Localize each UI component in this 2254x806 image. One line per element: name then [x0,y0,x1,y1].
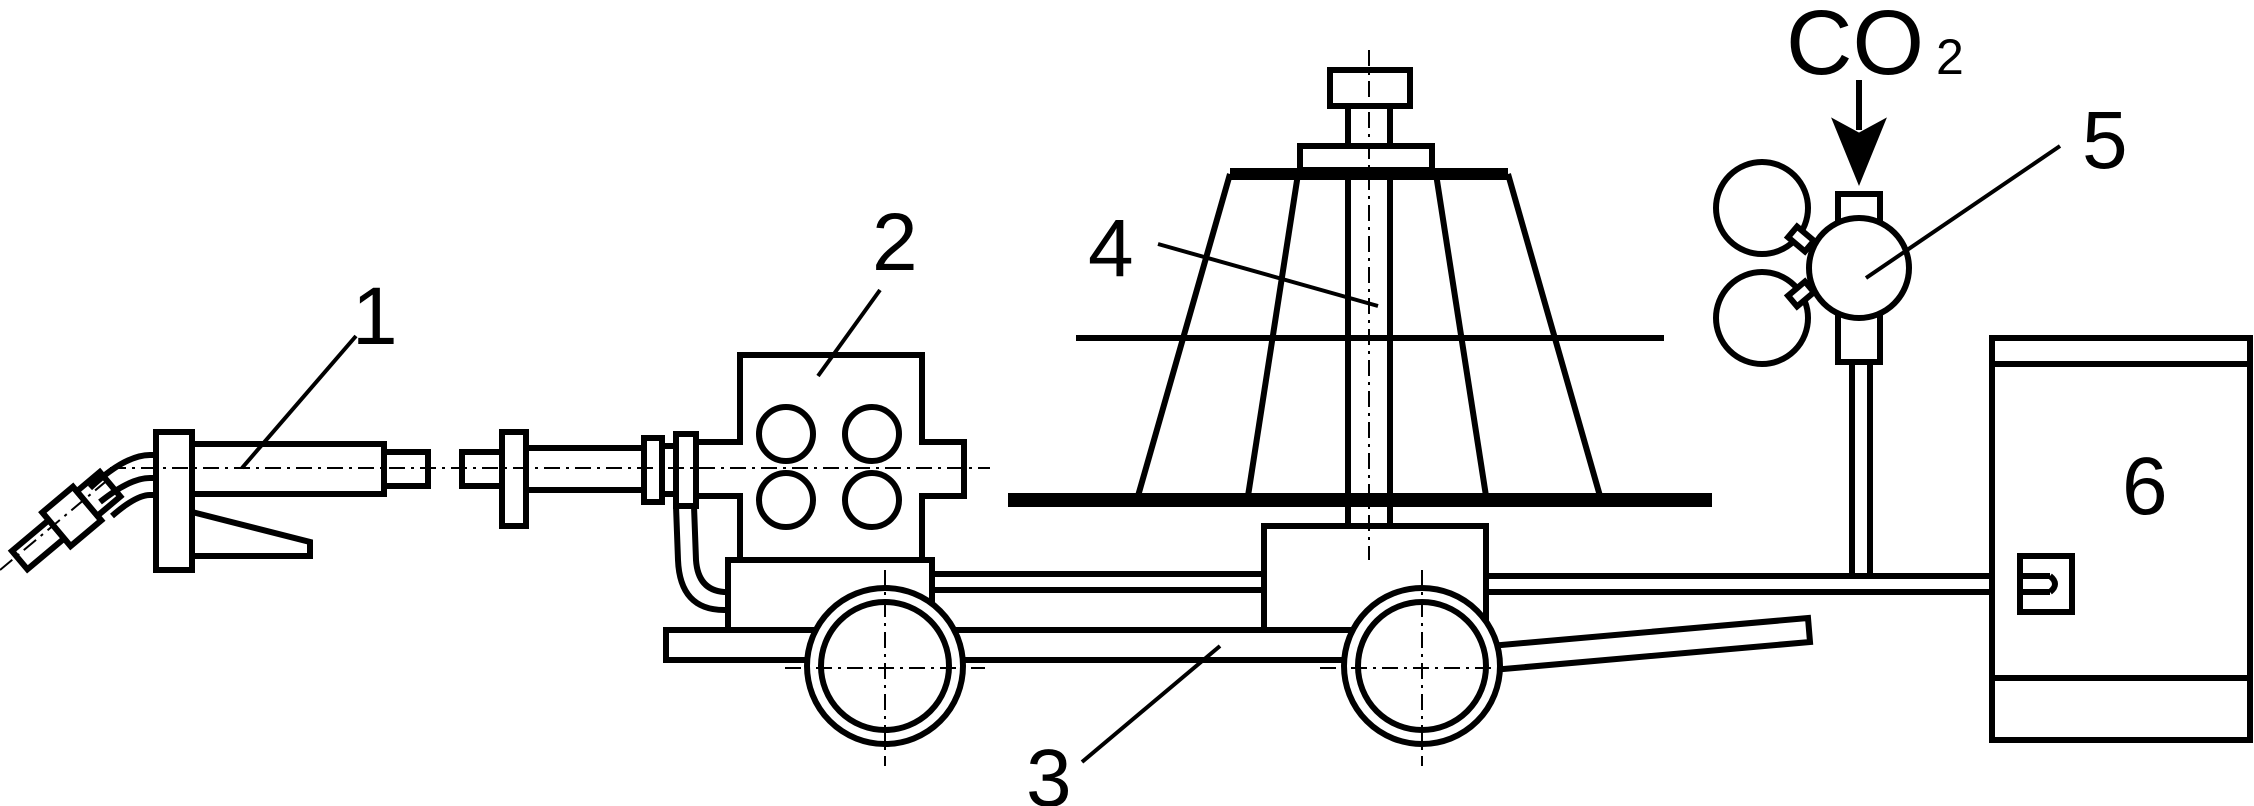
label-5: 5 [2082,95,2128,186]
gas-cylinder [1989,335,2253,743]
feed-roller [756,404,816,464]
pressure-gauge [1713,159,1811,257]
gas-inlet-arrow [1831,80,1887,186]
cable-connector [459,429,699,529]
co2-subscript: 2 [1936,29,1964,85]
wire-feeder [673,352,967,613]
pressure-gauge [1713,269,1811,367]
label-1: 1 [352,271,398,362]
label-2: 2 [872,197,918,288]
label-4: 4 [1088,203,1134,294]
feed-roller [842,470,902,530]
feed-roller [756,470,816,530]
leader-lines [240,144,2062,764]
feed-roller [842,404,902,464]
welding-torch [7,429,431,574]
regulator-knob [1806,215,1912,321]
wire-spool [1008,67,1712,526]
trolley [663,523,2058,747]
label-6: 6 [2122,441,2168,532]
co2-label: CO [1786,0,1924,94]
label-3: 3 [1026,733,1072,806]
gas-regulator [1713,159,1912,576]
